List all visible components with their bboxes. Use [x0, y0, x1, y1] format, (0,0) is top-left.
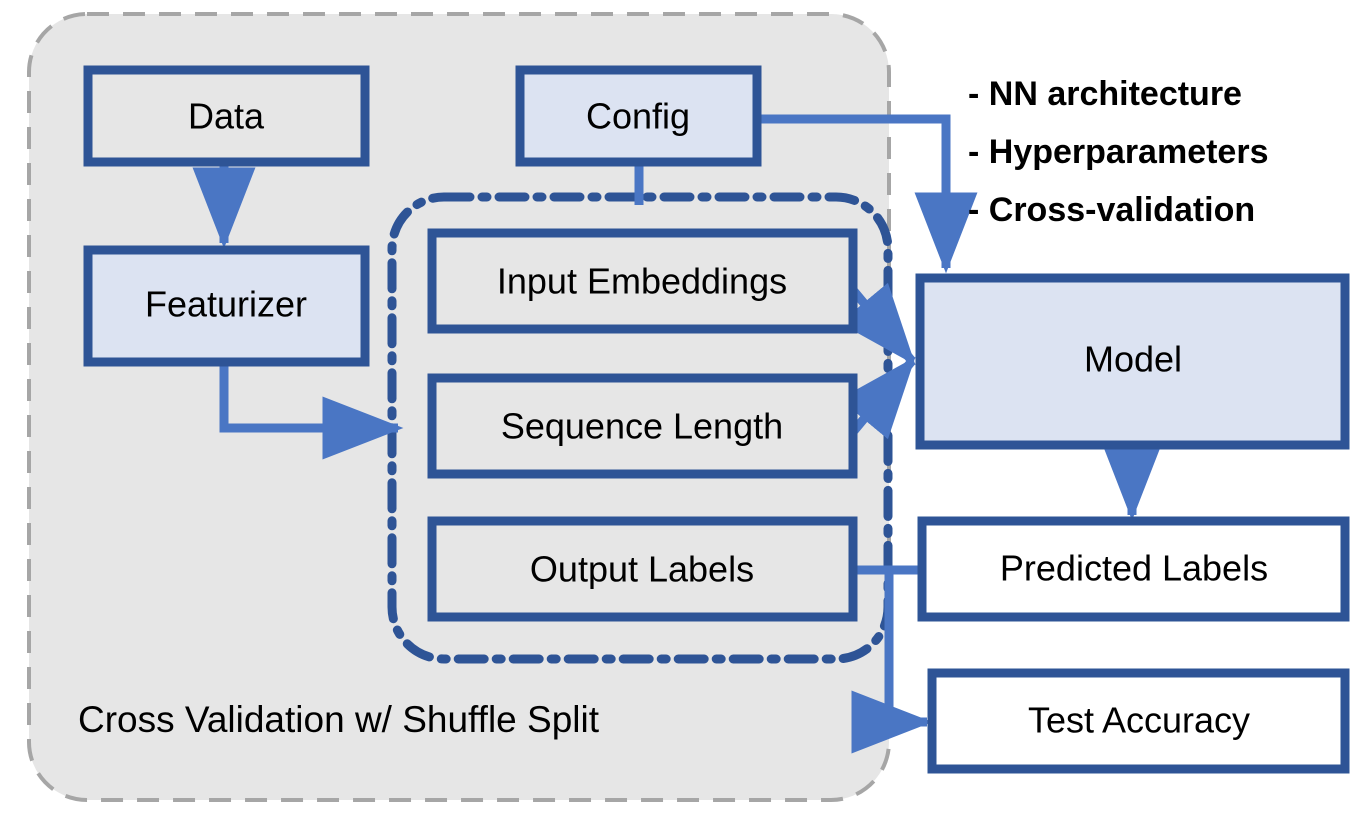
- annotation-bullet-0: - NN architecture: [968, 75, 1242, 113]
- node-test-accuracy-box: [927, 668, 1350, 774]
- node-sequence-length[interactable]: Sequence Length: [427, 373, 858, 479]
- node-model-label: Model: [1084, 339, 1182, 380]
- node-featurizer[interactable]: Featurizer: [83, 245, 370, 367]
- node-output-labels-box: [427, 516, 858, 622]
- annotation-bullet-2: - Cross-validation: [968, 191, 1255, 229]
- node-output-labels-label: Output Labels: [530, 549, 754, 590]
- node-config-label: Config: [586, 96, 690, 137]
- node-input-embeddings-label: Input Embeddings: [497, 261, 787, 302]
- node-sequence-length-box: [427, 373, 858, 479]
- node-predicted-labels-label: Predicted Labels: [1000, 548, 1268, 589]
- annotation-bullet-1: - Hyperparameters: [968, 133, 1268, 171]
- node-test-accuracy-label: Test Accuracy: [1028, 700, 1250, 741]
- edge-input-embeddings-to-model: [839, 282, 916, 366]
- node-featurizer-label: Featurizer: [145, 284, 307, 325]
- edge-config-to-model: [757, 114, 978, 274]
- container-caption: Cross Validation w/ Shuffle Split: [78, 699, 600, 740]
- node-test-accuracy[interactable]: Test Accuracy: [927, 668, 1350, 774]
- node-sequence-length-label: Sequence Length: [501, 406, 783, 447]
- node-output-labels[interactable]: Output Labels: [427, 516, 858, 622]
- node-predicted-labels[interactable]: Predicted Labels: [917, 516, 1350, 622]
- node-data-label: Data: [188, 96, 265, 137]
- node-config-box: [515, 65, 762, 167]
- node-config[interactable]: Config: [515, 65, 762, 167]
- node-input-embeddings-box: [427, 228, 858, 334]
- node-featurizer-box: [83, 245, 370, 367]
- node-predicted-labels-box: [917, 516, 1350, 622]
- node-data-box: [83, 65, 370, 167]
- node-data[interactable]: Data: [83, 65, 370, 167]
- edge-output-labels-to-test-accuracy: [851, 570, 933, 754]
- node-input-embeddings[interactable]: Input Embeddings: [427, 228, 858, 334]
- node-model-box: [915, 273, 1350, 450]
- node-model[interactable]: Model: [915, 273, 1350, 450]
- edge-sequence-length-to-model: [839, 356, 916, 440]
- edge-featurizer-to-fold-group: [219, 362, 404, 460]
